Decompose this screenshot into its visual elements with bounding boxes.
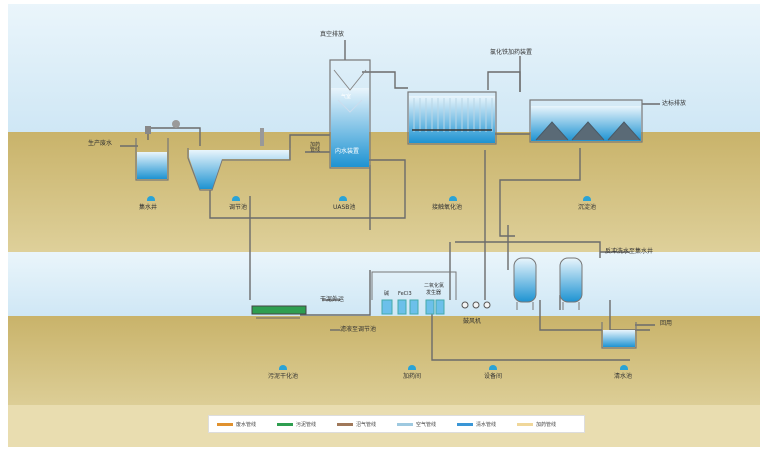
legend-label: 废水管线 <box>236 422 257 428</box>
label-regulating-tank: 调节池 <box>229 204 248 211</box>
water-drop-icon <box>449 196 457 201</box>
label-clear-tank: 清水池 <box>614 373 633 380</box>
regulating-tank <box>187 128 291 191</box>
legend-item: 空气管线 <box>397 421 436 428</box>
label-raw-water: 生产废水 <box>88 140 113 147</box>
water-drop-icon <box>279 365 287 370</box>
pressure-filters <box>513 257 583 310</box>
clear-water-tank <box>601 322 637 349</box>
ground-band-upper <box>8 132 760 252</box>
pipeline-legend: 废水管线 污泥管线 沼气管线 空气管线 清水管线 加药管线 <box>208 415 585 433</box>
legend-label: 加药管线 <box>536 422 557 428</box>
label-filtrate-return: 滤液至调节池 <box>340 326 377 333</box>
legend-item: 沼气管线 <box>337 421 376 428</box>
legend-label: 清水管线 <box>476 422 497 428</box>
label-clo2-1: 二氧化氯 <box>424 283 445 289</box>
water-drop-icon <box>339 196 347 201</box>
label-sludge-room: 污泥干化池 <box>268 373 299 380</box>
label-vacuum-vent: 真空排放 <box>320 31 345 38</box>
label-sedimentation: 沉淀池 <box>578 204 597 211</box>
contact-oxidation-tank <box>407 91 497 145</box>
legend-label: 沼气管线 <box>356 422 377 428</box>
water-drop-icon <box>620 365 628 370</box>
label-reuse: 回用 <box>660 320 673 327</box>
legend-label: 污泥管线 <box>296 422 317 428</box>
label-dosing-pipe: 加药管线 <box>310 142 321 153</box>
label-equipment-room: 设备间 <box>484 373 503 380</box>
label-sludge-out: 干泥外运 <box>320 296 345 303</box>
label-fecl3: FeCl3 <box>398 291 412 297</box>
label-discharge: 达标排放 <box>662 100 687 107</box>
water-drop-icon <box>147 196 155 201</box>
water-drop-icon <box>489 365 497 370</box>
collection-well <box>135 120 180 181</box>
legend-label: 空气管线 <box>416 422 437 428</box>
legend-item: 废水管线 <box>217 421 256 428</box>
label-alkali: 碱 <box>384 291 390 297</box>
uasb-tank <box>329 59 371 169</box>
water-drop-icon <box>232 196 240 201</box>
water-drop-icon <box>583 196 591 201</box>
sky-band-upper <box>8 4 760 132</box>
legend-item: 清水管线 <box>457 421 496 428</box>
legend-item: 污泥管线 <box>277 421 316 428</box>
water-drop-icon <box>408 365 416 370</box>
label-ferric-dosing: 氯化铁加药装置 <box>490 49 533 56</box>
label-blower: 鼓风机 <box>463 318 482 325</box>
label-backwash: 反冲洗水至集水井 <box>605 248 654 255</box>
legend-item: 加药管线 <box>517 421 556 428</box>
blower-group <box>461 301 491 309</box>
label-contact-oxidation: 接触氧化池 <box>432 204 463 211</box>
sludge-drying-bed <box>251 305 307 319</box>
label-clo2-2: 发生器 <box>426 290 442 296</box>
label-internal-tank: 内水装置 <box>335 148 360 155</box>
label-air-pipe: 气室 <box>341 94 352 100</box>
dosing-room <box>371 271 457 315</box>
sedimentation-tank <box>529 99 643 143</box>
label-uasb: UASB池 <box>333 204 356 211</box>
label-collection-well: 集水井 <box>139 204 158 211</box>
label-dosing-room: 加药间 <box>403 373 422 380</box>
